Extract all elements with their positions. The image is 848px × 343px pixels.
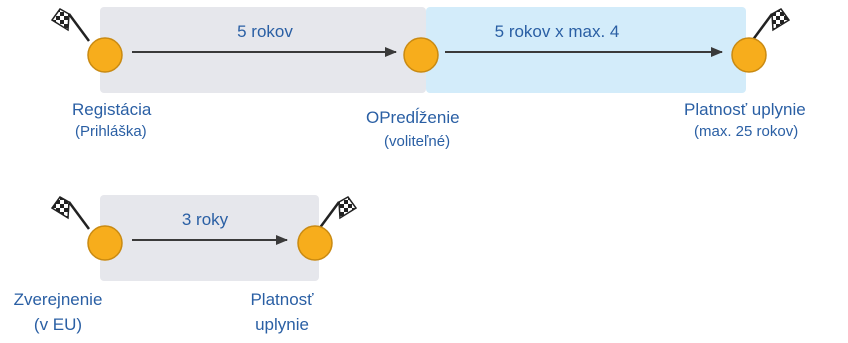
milestone-subtitle-registration: (Prihláška) — [75, 123, 147, 140]
milestone-circle-icon — [87, 225, 123, 261]
milestone-circle-icon — [297, 225, 333, 261]
milestone-title-renewal: OPredĺženie — [366, 108, 460, 127]
milestone-title-registration: Registácia — [72, 100, 152, 119]
segment-label-renewal: 5 rokov x max. 4 — [494, 22, 620, 41]
checkered-flag-icon — [50, 8, 91, 42]
milestone-circle-icon — [731, 37, 767, 73]
milestone-subtitle-publication-expiry: uplynie — [255, 315, 309, 334]
period-band-registration — [100, 7, 426, 93]
milestone-subtitle-expiry: (max. 25 rokov) — [694, 123, 799, 140]
milestone-subtitle-publication: (v EU) — [33, 315, 83, 334]
milestone-title-publication-expiry: Platnosť — [250, 290, 314, 309]
segment-label-publication: 3 roky — [181, 210, 229, 229]
checkered-flag-icon — [50, 196, 91, 230]
milestone-subtitle-renewal: (voliteľné) — [384, 133, 451, 150]
milestone-circle-icon — [87, 37, 123, 73]
segment-label-registration: 5 rokov — [237, 22, 293, 41]
milestone-title-publication: Zverejnenie — [13, 290, 103, 309]
checkered-flag-icon — [317, 196, 358, 230]
milestone-circle-icon — [403, 37, 439, 73]
checkered-flag-icon — [750, 8, 791, 42]
milestone-title-expiry: Platnosť uplynie — [684, 100, 806, 119]
period-band-renewal — [426, 7, 746, 93]
